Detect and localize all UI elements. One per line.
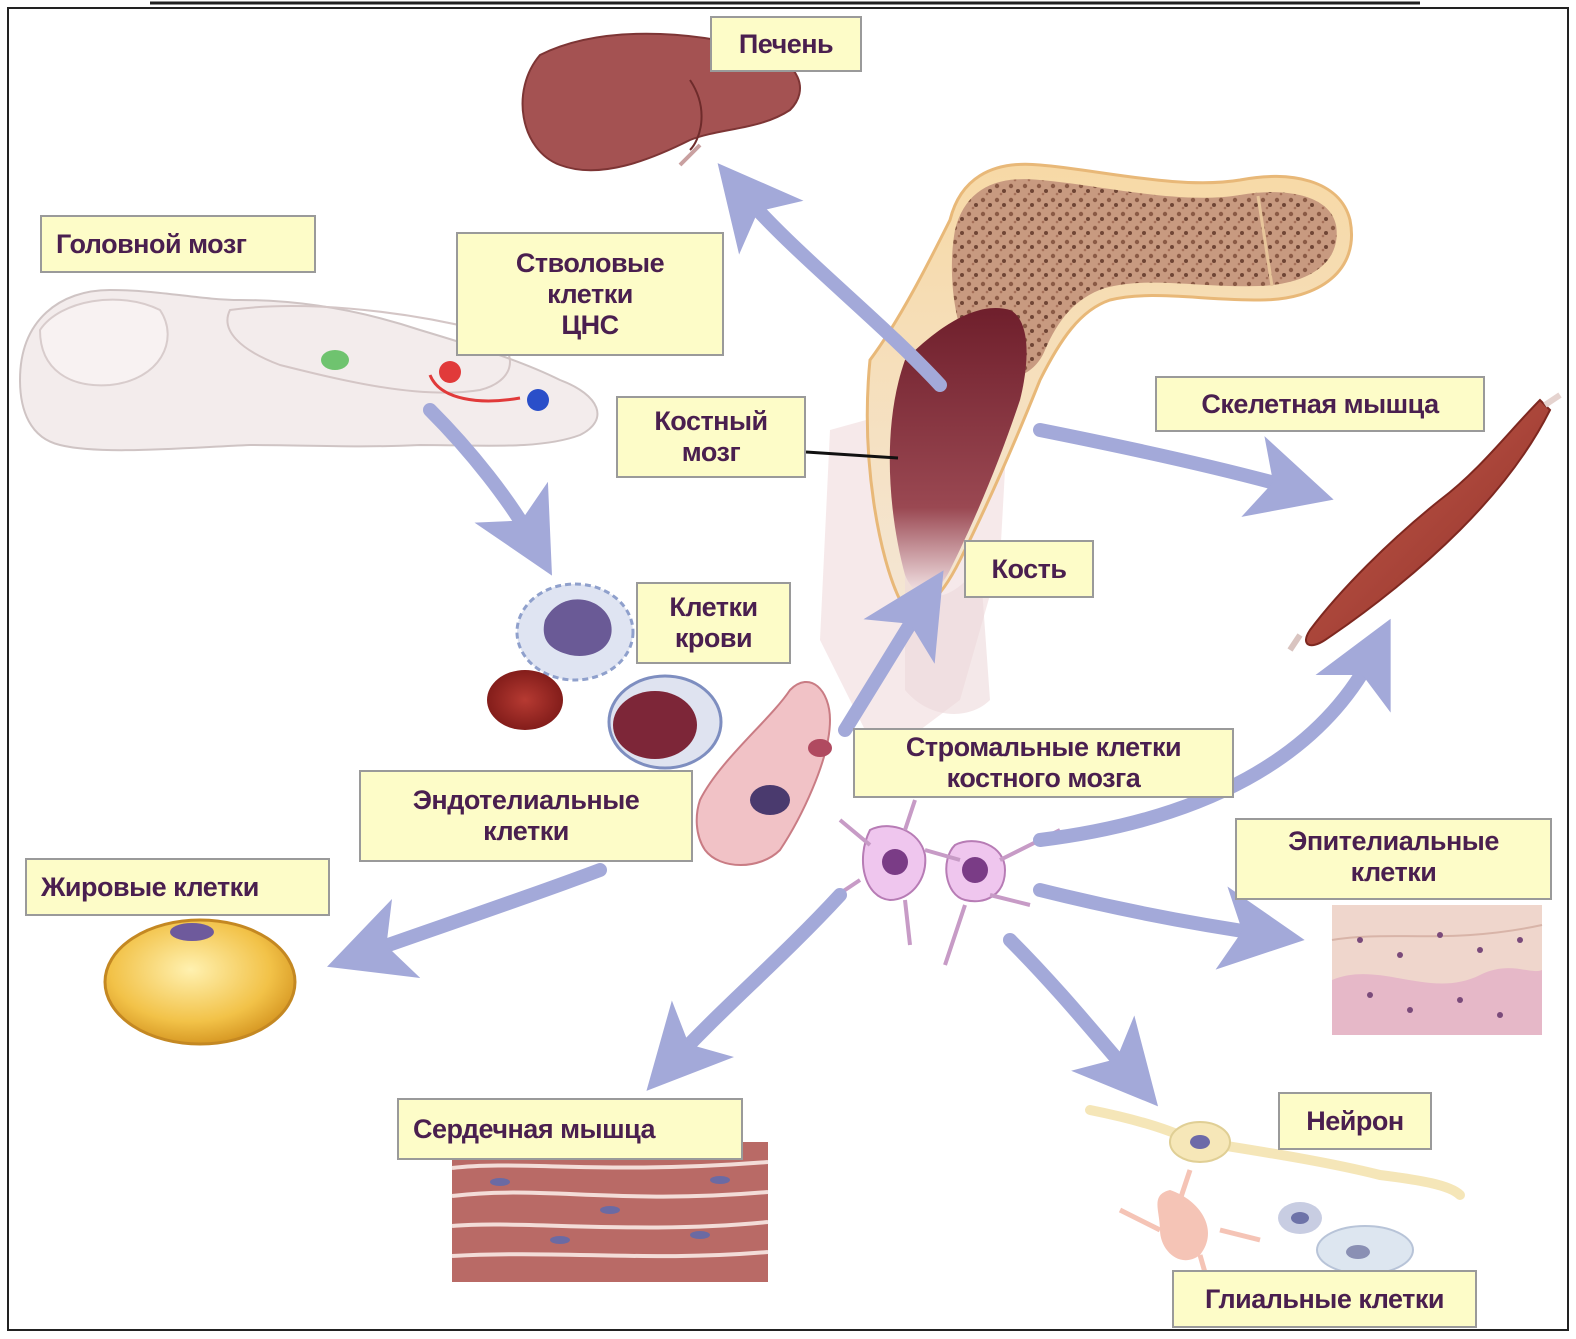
label-skeletal-muscle: Скелетная мышца [1155,376,1485,432]
cardiac-muscle-illustration [452,1142,768,1282]
label-liver: Печень [710,16,862,72]
label-epithelial-cells: Эпителиальные клетки [1235,818,1552,900]
label-bone: Кость [964,540,1094,598]
label-stromal-cells: Стромальные клетки костного мозга [853,728,1234,798]
arrow-to-fat-cells [360,870,600,955]
arrow-to-neuron [1010,940,1135,1080]
label-endothelial-cells: Эндотелиальные клетки [359,770,693,862]
label-brain: Головной мозг [40,215,316,273]
fat-cell-illustration [105,920,295,1044]
skeletal-muscle-illustration [1290,395,1560,650]
stromal-cells-illustration [830,800,1060,965]
epithelial-tissue-illustration [1332,905,1542,1035]
label-cns-stem-cells: Стволовые клетки ЦНС [456,232,724,356]
arrow-to-cardiac-muscle [670,895,840,1065]
arrow-to-skeletal-muscle [1040,430,1300,490]
label-neuron: Нейрон [1278,1092,1432,1150]
label-bone-marrow: Костный мозг [616,396,806,478]
label-glial-cells: Глиальные клетки [1172,1270,1477,1328]
label-fat-cells: Жировые клетки [25,858,330,916]
label-blood-cells: Клетки крови [636,582,791,664]
label-cardiac-muscle: Сердечная мышца [397,1098,743,1160]
arrow-to-liver [740,190,940,385]
